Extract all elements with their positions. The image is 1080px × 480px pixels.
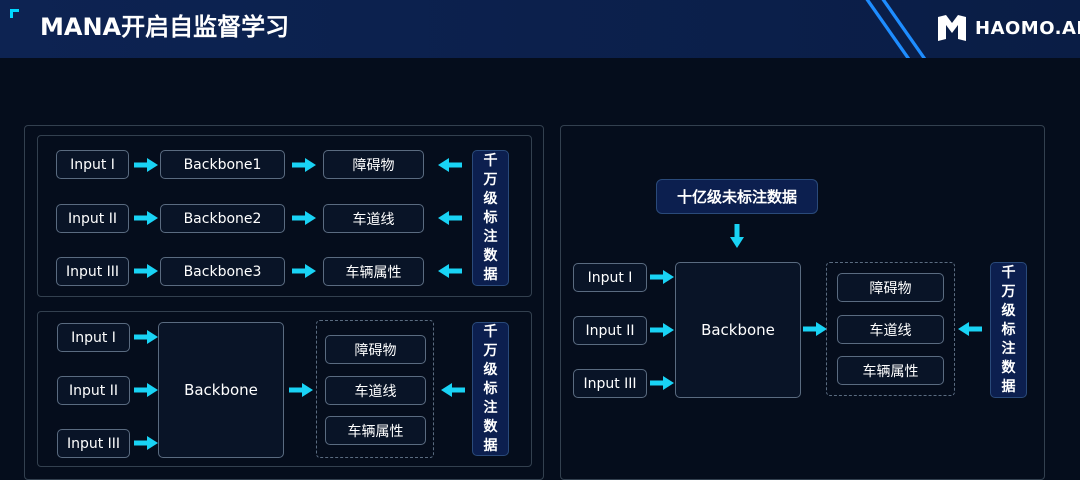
arrow-right-icon <box>134 330 158 344</box>
task-head-node: 车道线 <box>837 315 944 344</box>
multi-backbone-panel <box>37 135 532 297</box>
brand-name: HAOMO.AI <box>975 18 1080 39</box>
input-node: Input II <box>57 376 130 405</box>
task-heads-group <box>316 320 434 458</box>
arrow-right-icon <box>134 436 158 450</box>
backbone-node: Backbone1 <box>160 150 285 179</box>
label-char: 万 <box>483 342 498 359</box>
label-char: 级 <box>483 190 498 207</box>
label-char: 万 <box>1001 283 1016 300</box>
input-node: Input I <box>573 263 647 292</box>
task-head-node: 车辆属性 <box>323 257 424 286</box>
label-char: 千 <box>1001 264 1016 281</box>
label-char: 万 <box>483 171 498 188</box>
task-head-node: 车辆属性 <box>325 416 426 445</box>
task-heads-group <box>826 262 955 396</box>
label-char: 据 <box>483 437 498 454</box>
arrow-left-icon <box>438 264 462 278</box>
input-node: Input I <box>57 323 130 352</box>
label-char: 注 <box>483 228 498 245</box>
arrow-right-icon <box>650 323 674 337</box>
task-head-node: 障碍物 <box>323 150 424 179</box>
task-head-node: 车道线 <box>323 204 424 233</box>
arrow-right-icon <box>134 383 158 397</box>
haomo-logo-icon <box>938 15 966 41</box>
arrow-right-icon <box>289 383 313 397</box>
input-node: Input II <box>56 204 129 233</box>
arrow-left-icon <box>958 322 982 336</box>
task-head-node: 车辆属性 <box>837 356 944 385</box>
input-node: Input III <box>56 257 129 286</box>
shared-backbone-node: Backbone <box>158 322 284 458</box>
arrow-right-icon <box>650 376 674 390</box>
label-char: 数 <box>483 247 498 264</box>
arrow-left-icon <box>438 211 462 225</box>
label-char: 标 <box>1001 321 1016 338</box>
label-char: 标 <box>483 209 498 226</box>
shared-backbone-node: Backbone <box>675 262 801 398</box>
label-char: 据 <box>483 266 498 283</box>
arrow-right-icon <box>292 264 316 278</box>
label-char: 级 <box>483 361 498 378</box>
label-char: 级 <box>1001 302 1016 319</box>
arrow-right-icon <box>292 211 316 225</box>
arrow-right-icon <box>292 158 316 172</box>
backbone-node: Backbone3 <box>160 257 285 286</box>
corner-bracket-icon <box>10 9 19 18</box>
page-title: MANA开启自监督学习 <box>40 13 290 41</box>
input-node: Input I <box>56 150 129 179</box>
backbone-node: Backbone2 <box>160 204 285 233</box>
arrow-left-icon <box>441 383 465 397</box>
label-char: 数 <box>483 418 498 435</box>
input-node: Input III <box>57 429 130 458</box>
label-char: 数 <box>1001 359 1016 376</box>
header-bar: MANA开启自监督学习 HAOMO.AI <box>0 0 1080 58</box>
arrow-down-icon <box>730 224 744 248</box>
arrow-right-icon <box>134 211 158 225</box>
label-char: 千 <box>483 323 498 340</box>
task-head-node: 障碍物 <box>325 335 426 364</box>
labeled-data-label: 千 万 级 标 注 数 据 <box>472 150 509 286</box>
task-head-node: 车道线 <box>325 376 426 405</box>
labeled-data-label: 千 万 级 标 注 数 据 <box>472 322 509 456</box>
label-char: 据 <box>1001 378 1016 395</box>
input-node: Input II <box>573 316 647 345</box>
arrow-left-icon <box>438 158 462 172</box>
decor-stripe <box>874 0 942 58</box>
label-char: 注 <box>1001 340 1016 357</box>
arrow-right-icon <box>650 270 674 284</box>
arrow-right-icon <box>134 264 158 278</box>
arrow-right-icon <box>803 322 827 336</box>
arrow-right-icon <box>134 158 158 172</box>
input-node: Input III <box>573 369 647 398</box>
task-head-node: 障碍物 <box>837 273 944 302</box>
label-char: 千 <box>483 152 498 169</box>
label-char: 标 <box>483 380 498 397</box>
labeled-data-label: 千 万 级 标 注 数 据 <box>990 262 1027 398</box>
label-char: 注 <box>483 399 498 416</box>
shared-backbone-panel <box>37 311 532 467</box>
unlabeled-data-node: 十亿级未标注数据 <box>656 179 818 214</box>
